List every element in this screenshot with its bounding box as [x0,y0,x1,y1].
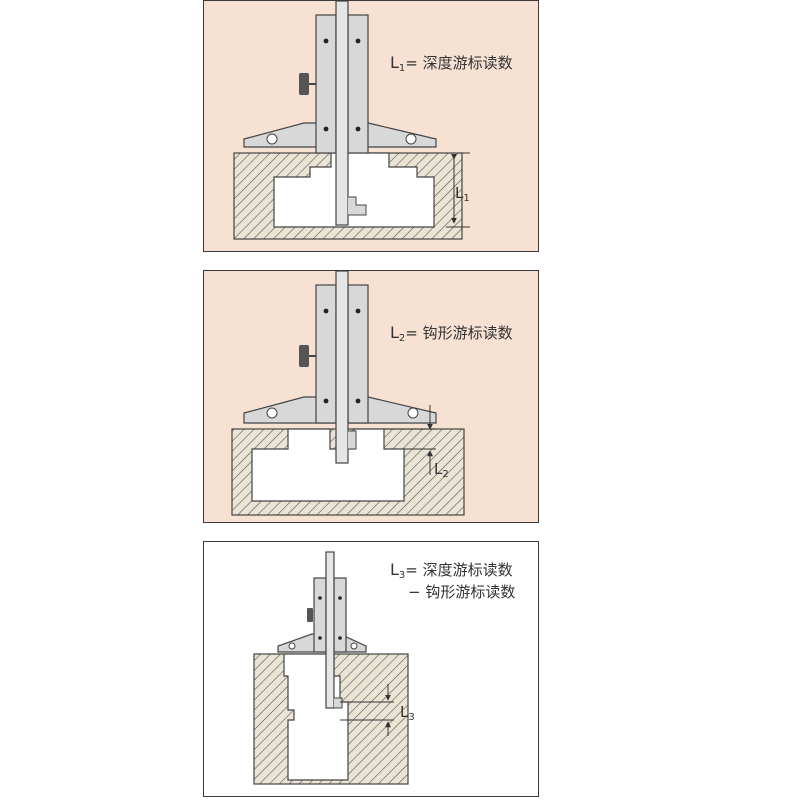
base-hole-left-1 [266,133,278,145]
depth-gauge-diagram-2 [231,271,465,516]
dimension-label-l2: L2 [434,460,449,480]
dimension-label-l1: L1 [455,184,470,204]
depth-rule-2 [335,271,349,464]
depth-rule-3 [325,551,335,709]
cavity-2 [251,428,405,502]
depth-rule-1 [335,1,349,226]
hook-tip-2 [348,430,357,450]
panel-difference-measurement: L3= 深度游标读数 − 钩形游标读数 L3 [203,541,539,797]
caption-l3: L3= 深度游标读数 [390,560,513,581]
caption-l1: L1= 深度游标读数 [390,53,513,74]
panel-hook-measurement: L2= 钩形游标读数 L2 [203,270,539,523]
caption-l3-line2: − 钩形游标读数 [408,583,516,601]
caption-l2: L2= 钩形游标读数 [390,323,513,344]
depth-gauge-diagram-3 [253,551,409,785]
clamp-knob-1 [299,73,309,95]
rule-tip-1 [348,196,367,216]
cavity-1 [273,152,435,228]
gauge-body-left-1 [315,14,337,154]
dimension-label-l3: L3 [400,703,415,723]
depth-gauge-diagram-1 [233,1,470,240]
gauge-body-right-1 [347,14,369,154]
panel-depth-measurement: L1= 深度游标读数 L1 [203,0,539,252]
base-hole-right-1 [405,133,417,145]
